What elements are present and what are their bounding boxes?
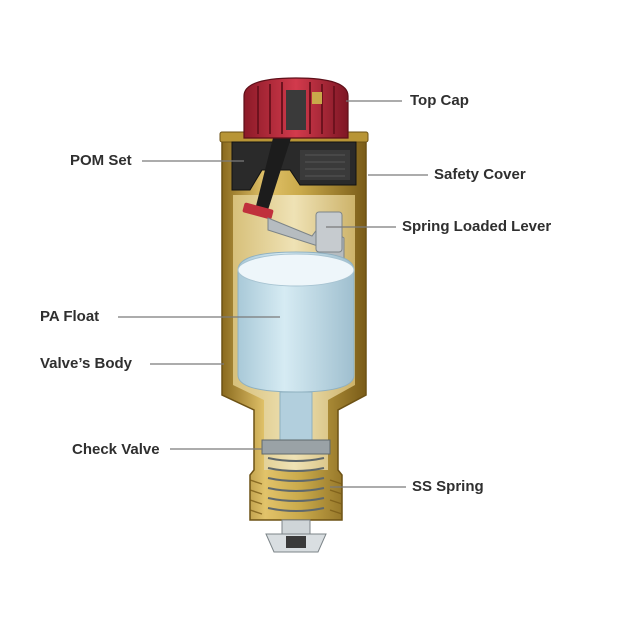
- leader-lines: [118, 100, 428, 488]
- top-cap: [243, 77, 349, 139]
- spring-loaded-lever: [267, 211, 345, 263]
- outlet-piece: [265, 519, 327, 553]
- label-ss-spring: SS Spring: [412, 478, 484, 495]
- ss-spring: [267, 457, 325, 512]
- label-pa-float: PA Float: [40, 308, 100, 325]
- check-valve: [261, 439, 331, 455]
- label-valves-body: Valve’s Body: [40, 355, 132, 372]
- label-top-cap: Top Cap: [410, 92, 469, 109]
- pa-float: [237, 251, 355, 453]
- label-spring-loaded-lever: Spring Loaded Lever: [402, 218, 552, 235]
- label-check-valve: Check Valve: [72, 441, 160, 458]
- label-pom-set: POM Set: [70, 152, 132, 169]
- label-safety-cover: Safety Cover: [434, 166, 526, 183]
